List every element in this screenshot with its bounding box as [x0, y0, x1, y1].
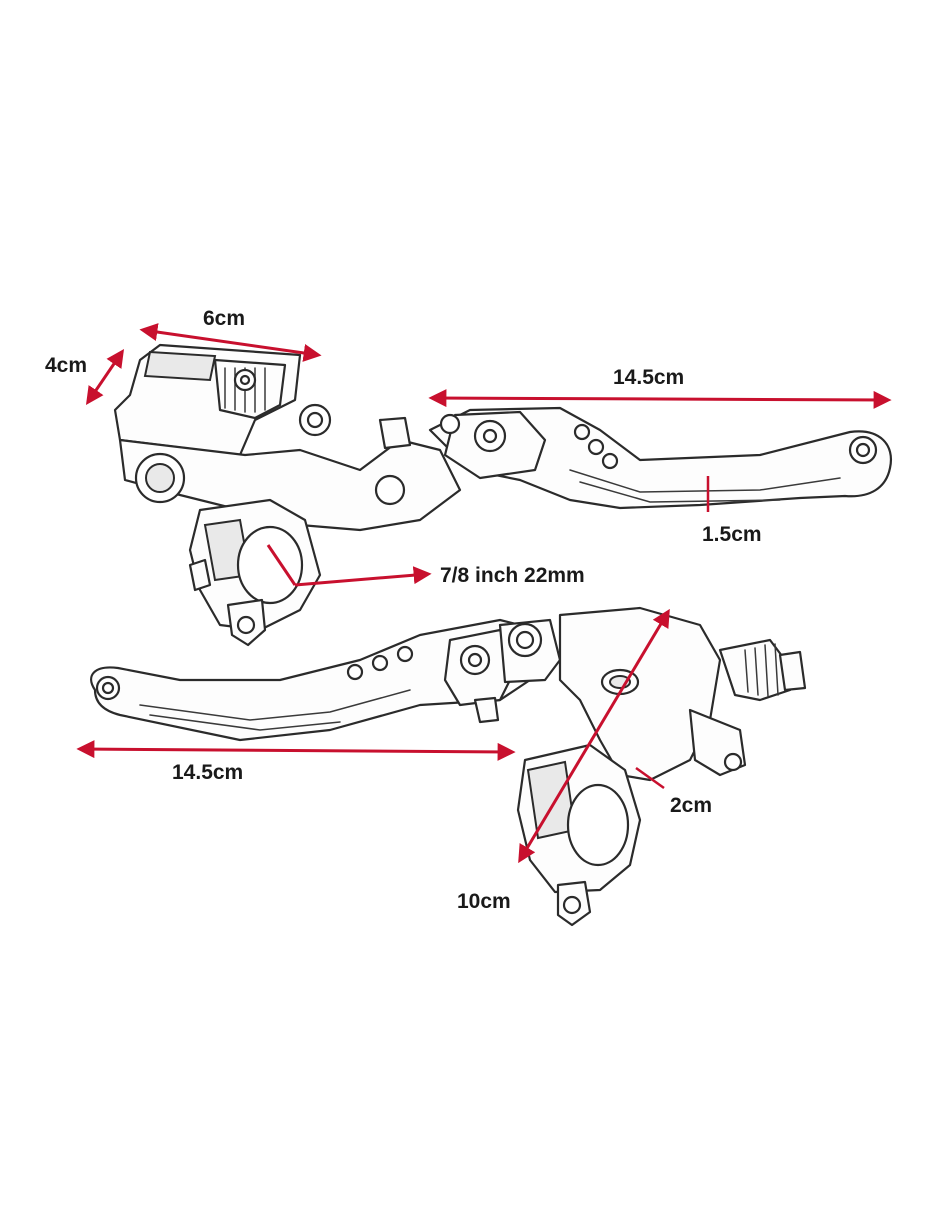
label-brake-lever-width: 1.5cm — [702, 523, 762, 546]
label-clutch-lever-length: 14.5cm — [172, 761, 243, 784]
dimension-lines — [76, 323, 892, 864]
brake-master-cylinder — [113, 343, 893, 647]
brake-lever-arm — [428, 406, 893, 510]
label-reservoir-width: 6cm — [203, 307, 245, 330]
label-brake-lever-length: 14.5cm — [613, 366, 684, 389]
label-clutch-body-width: 2cm — [670, 794, 712, 817]
dimension-labels: 6cm 4cm 14.5cm 1.5cm 7/8 inch 22mm 14.5c… — [45, 307, 762, 913]
label-clutch-body-height: 10cm — [457, 890, 511, 913]
label-bar-diameter: 7/8 inch 22mm — [440, 564, 585, 587]
label-reservoir-height: 4cm — [45, 354, 87, 377]
